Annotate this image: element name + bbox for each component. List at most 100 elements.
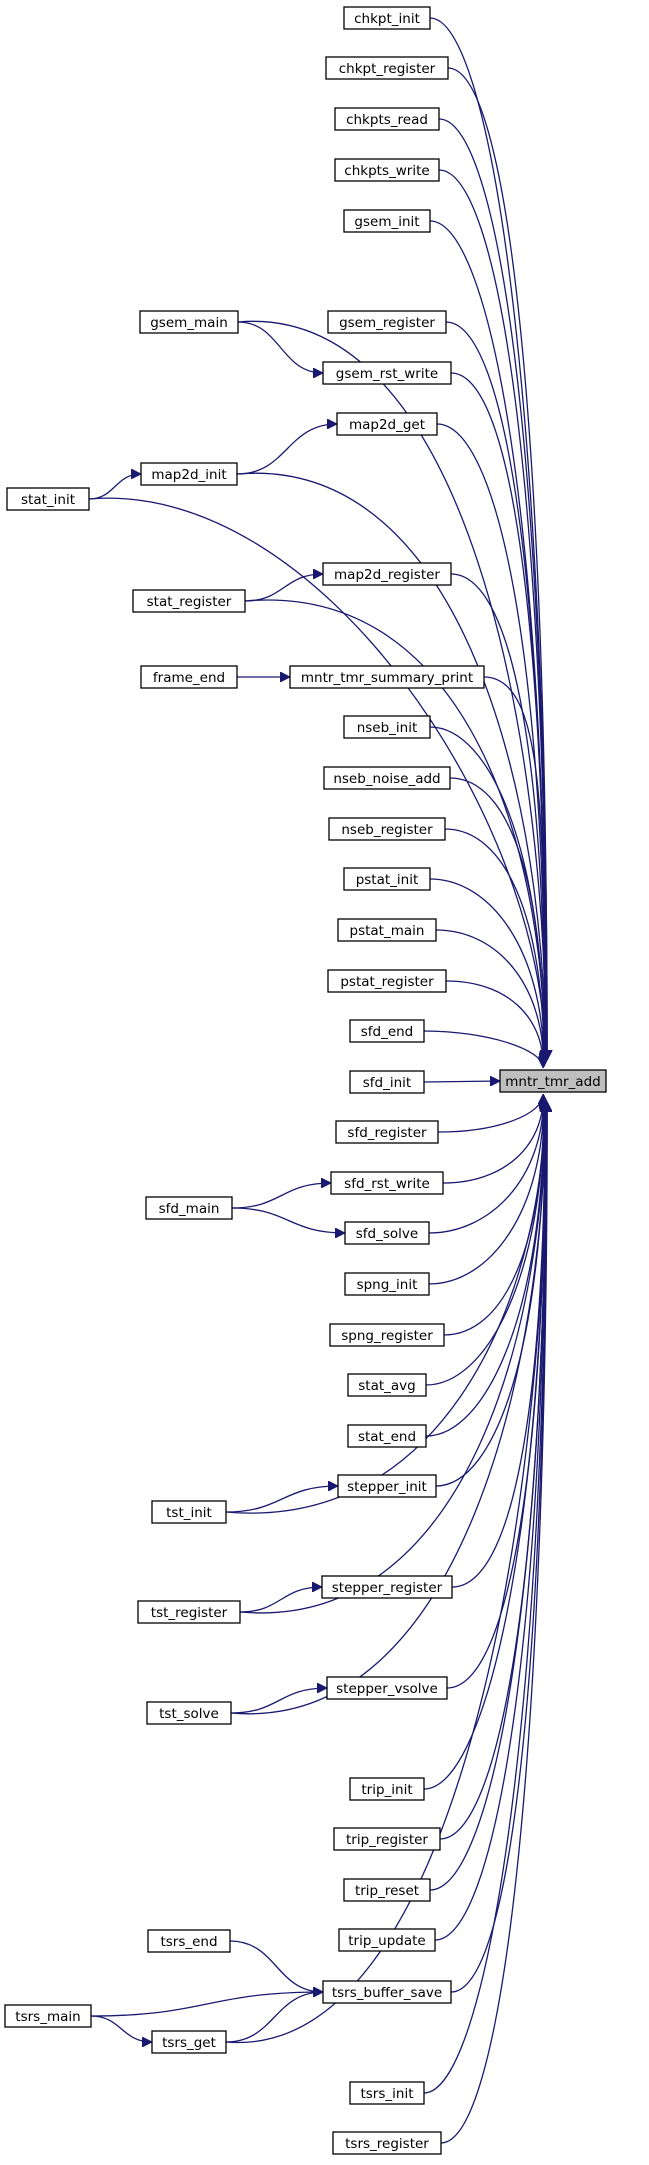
node-chkpt-init[interactable]: chkpt_init [343,6,431,30]
edge-tst_init-to-n_target [225,1102,545,1514]
node-box [327,969,447,993]
node-gsem-init[interactable]: gsem_init [343,209,431,233]
node-sfd-init[interactable]: sfd_init [349,1070,425,1094]
node-box [4,2004,92,2028]
node-label: chkpts_read [346,112,428,128]
node-tsrs-get[interactable]: tsrs_get [151,2030,227,2054]
node-sfd-solve[interactable]: sfd_solve [344,1221,430,1245]
node-label: mntr_tmr_add [505,1074,600,1090]
node-box [322,1980,452,2004]
node-gsem-register[interactable]: gsem_register [327,310,447,334]
node-box [347,1373,427,1397]
edge-spng_init-to-n_target [428,1097,544,1285]
node-tst-register[interactable]: tst_register [137,1600,241,1624]
node-stepper-vsolve[interactable]: stepper_vsolve [326,1676,448,1700]
node-stat-end[interactable]: stat_end [347,1424,427,1448]
node-box [330,1171,444,1195]
node-label: stepper_init [347,1479,427,1495]
node-box [344,1221,430,1245]
node-pstat-register[interactable]: pstat_register [327,969,447,993]
node-nseb-noise-add[interactable]: nseb_noise_add [323,766,451,790]
edge-tst_init-to-stepper_init [225,1486,338,1513]
node-box [333,1827,441,1851]
node-label: map2d_init [151,467,226,483]
node-trip-update[interactable]: trip_update [338,1928,436,1952]
edge-nseb_register-to-n_target [444,828,544,1064]
edge-tsrs_main-to-tsrs_get [90,2015,152,2042]
edge-stat_init-to-n_target [88,497,545,1060]
node-gsem-main[interactable]: gsem_main [139,310,239,334]
node-label: stepper_vsolve [336,1681,438,1697]
node-sfd-register[interactable]: sfd_register [335,1120,439,1144]
node-tst-solve[interactable]: tst_solve [146,1701,232,1725]
node-label: tst_solve [159,1706,219,1722]
node-tst-init[interactable]: tst_init [151,1500,227,1524]
node-mntr-tmr-add[interactable]: mntr_tmr_add [499,1069,607,1093]
node-map2d-get[interactable]: map2d_get [336,412,438,436]
node-spng-init[interactable]: spng_init [344,1272,430,1296]
node-map2d-init[interactable]: map2d_init [140,462,238,486]
node-box [323,766,451,790]
node-stepper-init[interactable]: stepper_init [337,1474,437,1498]
node-box [499,1069,607,1093]
node-stat-avg[interactable]: stat_avg [347,1373,427,1397]
node-tsrs-end[interactable]: tsrs_end [147,1929,231,1953]
node-stat-init[interactable]: stat_init [6,487,90,511]
node-tsrs-buffer-save[interactable]: tsrs_buffer_save [322,1980,452,2004]
node-box [347,1424,427,1448]
node-tsrs-init[interactable]: tsrs_init [349,2081,425,2105]
node-trip-init[interactable]: trip_init [349,1777,425,1801]
node-trip-reset[interactable]: trip_reset [343,1878,431,1902]
node-box [321,1575,453,1599]
edge-tst_solve-to-stepper_vsolve [230,1688,327,1714]
node-label: map2d_get [349,417,425,433]
edge-pstat_main-to-n_target [435,929,544,1066]
node-box [337,918,437,942]
node-chkpts-read[interactable]: chkpts_read [334,107,440,131]
node-label: gsem_register [339,315,435,331]
node-label: trip_update [348,1933,425,1949]
node-label: stat_avg [358,1378,415,1394]
node-tsrs-main[interactable]: tsrs_main [4,2004,92,2028]
node-box [337,1474,437,1498]
node-stat-register[interactable]: stat_register [132,589,246,613]
node-chkpts-write[interactable]: chkpts_write [334,158,440,182]
node-box [349,1070,425,1094]
edge-pstat_register-to-n_target [445,980,543,1067]
node-box [349,1777,425,1801]
node-chkpt-register[interactable]: chkpt_register [325,56,449,80]
node-map2d-register[interactable]: map2d_register [322,562,452,586]
node-label: nseb_noise_add [333,771,440,787]
node-sfd-main[interactable]: sfd_main [145,1196,233,1220]
node-pstat-main[interactable]: pstat_main [337,918,437,942]
edge-sfd_rst_write-to-n_target [442,1095,543,1184]
node-box [151,2030,227,2054]
node-gsem-rst-write[interactable]: gsem_rst_write [322,361,452,385]
node-label: nseb_init [357,720,418,736]
node-label: pstat_register [340,974,434,990]
node-sfd-end[interactable]: sfd_end [349,1019,425,1043]
node-trip-register[interactable]: trip_register [333,1827,441,1851]
edge-trip_register-to-n_target [439,1102,546,1840]
node-tsrs-register[interactable]: tsrs_register [332,2131,442,2155]
node-frame-end[interactable]: frame_end [140,665,238,689]
edge-map2d_register-to-n_target [450,573,545,1060]
node-label: chkpt_init [354,11,420,27]
edge-tsrs_register-to-n_target [440,1102,547,2144]
edge-spng_register-to-n_target [443,1098,544,1336]
node-box [139,310,239,334]
node-box [322,361,452,385]
node-spng-register[interactable]: spng_register [329,1323,445,1347]
node-sfd-rst-write[interactable]: sfd_rst_write [330,1171,444,1195]
node-box [349,2081,425,2105]
node-nseb-init[interactable]: nseb_init [343,715,431,739]
node-pstat-init[interactable]: pstat_init [343,867,431,891]
node-nseb-register[interactable]: nseb_register [328,817,446,841]
node-label: trip_reset [355,1883,419,1899]
node-label: sfd_end [361,1024,414,1040]
edge-sfd_init-to-n_target [423,1081,500,1082]
node-box [146,1701,232,1725]
node-box [140,665,238,689]
node-stepper-register[interactable]: stepper_register [321,1575,453,1599]
node-mntr-tmr-summary-print[interactable]: mntr_tmr_summary_print [289,665,485,689]
